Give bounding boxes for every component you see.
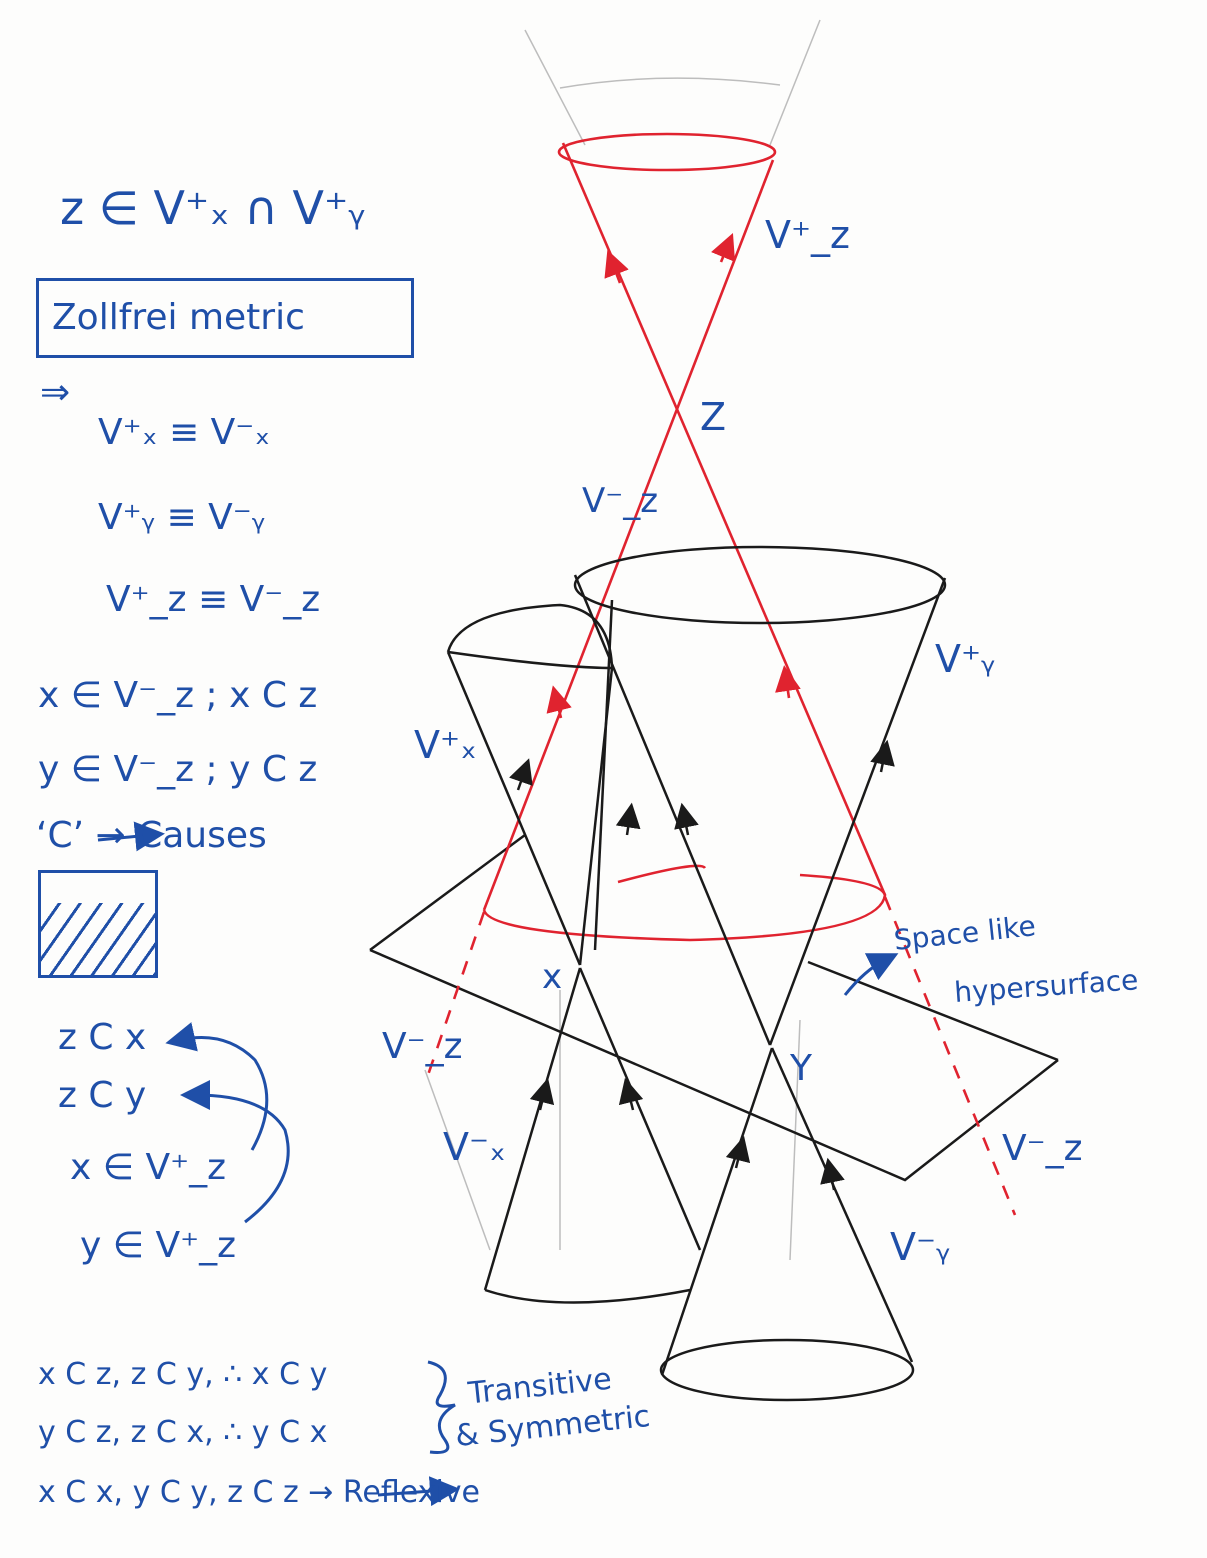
cone-vx-minus-label: V⁻ₓ <box>443 1125 506 1169</box>
cone-vz-plus-label: V⁺_z <box>765 213 850 257</box>
implies-symbol: ⇒ <box>40 372 71 413</box>
z-causes-y: z C y <box>58 1075 147 1116</box>
cone-x-plus-rim <box>446 603 614 670</box>
equiv-x: V⁺ₓ ≡ V⁻ₓ <box>98 412 271 453</box>
cone-x-minus-rim <box>484 1288 691 1304</box>
pencil-guides <box>424 19 821 1261</box>
point-y-label: Y <box>789 1048 813 1089</box>
hypersurface-pointer <box>843 953 899 996</box>
arrow-x-to-zcx <box>165 1022 269 1151</box>
scribbled-out-box <box>38 870 158 978</box>
causes-arrow <box>97 821 165 852</box>
hypersurface-label-line2: hypersurface <box>953 963 1139 1009</box>
hypersurface-label-line1: Space like <box>892 909 1037 957</box>
causal-arrows <box>97 821 899 1507</box>
cone-vz-minus-left-label: V⁻_z <box>382 1026 463 1067</box>
cone-y-minus-rim <box>659 1338 915 1402</box>
relation-line-symmetric: y C z, z C x, ∴ y C x <box>38 1415 328 1450</box>
relation-brace <box>427 1360 456 1454</box>
relation-line-reflexive: x C x, y C y, z C z → Reflexive <box>38 1475 481 1510</box>
point-x-label: x <box>542 957 562 997</box>
red-dashed-extensions <box>426 896 1017 1216</box>
cone-z-top-rim <box>557 132 777 172</box>
cone-vy-plus-label: V⁺ᵧ <box>935 637 995 681</box>
zollfrei-box <box>36 278 414 358</box>
cone-vz-minus-right-label: V⁻_z <box>1002 1128 1083 1169</box>
spacelike-hypersurface <box>369 833 1059 1182</box>
heading-z-in-intersection: z ∈ V⁺ₓ ∩ V⁺ᵧ <box>60 181 366 235</box>
cone-vx-plus-label: V⁺ₓ <box>414 723 477 767</box>
arrow-y-to-zcy <box>180 1080 290 1224</box>
equiv-y: V⁺ᵧ ≡ V⁻ᵧ <box>98 497 266 538</box>
point-z-label: Z <box>700 395 726 439</box>
z-causes-x: z C x <box>58 1017 147 1058</box>
x-in-vz-plus: x ∈ V⁺_z <box>70 1147 227 1188</box>
x-in-vz-minus: x ∈ V⁻_z ; x C z <box>38 675 318 716</box>
box-label: Zollfrei metric <box>52 297 305 338</box>
reflexive-arrow <box>377 1476 460 1507</box>
cone-z-bottom-rim <box>482 873 887 942</box>
equiv-z: V⁺_z ≡ V⁻_z <box>106 579 321 620</box>
cone-y-minus <box>659 1047 915 1402</box>
cone-x-minus <box>483 967 702 1304</box>
cone-vz-minus-upper-label: V⁻_z <box>582 481 658 521</box>
relation-line-transitive: x C z, z C y, ∴ x C y <box>38 1357 328 1392</box>
cone-y-plus <box>573 545 947 1046</box>
causes-definition: ‘C’ → Causes <box>36 815 267 856</box>
y-in-vz-plus: y ∈ V⁺_z <box>80 1225 237 1266</box>
cone-y-plus-rim <box>573 545 947 625</box>
y-in-vz-minus: y ∈ V⁻_z ; y C z <box>38 749 318 790</box>
cone-vy-minus-label: V⁻ᵧ <box>890 1225 950 1269</box>
cone-x-plus <box>446 603 641 966</box>
